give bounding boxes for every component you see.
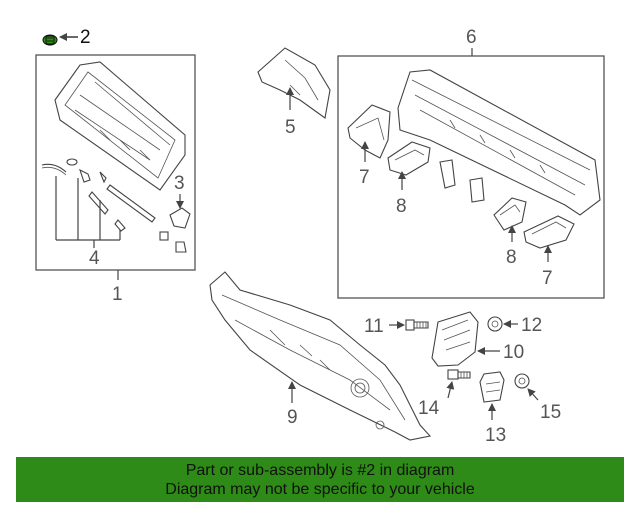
info-banner: Part or sub-assembly is #2 in diagram Di… <box>16 457 624 502</box>
banner-line-2: Diagram may not be specific to your vehi… <box>165 481 475 498</box>
callout-15: 15 <box>540 402 561 423</box>
part-15-nut[interactable] <box>514 373 530 389</box>
part-3-clip[interactable] <box>159 207 191 253</box>
callout-9: 9 <box>287 407 298 428</box>
callout-1: 1 <box>112 284 123 305</box>
part-7-bracket-right[interactable] <box>523 215 575 249</box>
part-4-hoses[interactable] <box>41 158 156 232</box>
assembly-box-6 <box>337 55 605 299</box>
part-5-bracket[interactable] <box>257 47 331 119</box>
callout-11: 11 <box>364 316 384 337</box>
part-8-bracket-upper[interactable] <box>387 141 431 176</box>
part-9-dash-panel[interactable] <box>209 271 432 441</box>
part-7-bracket-left[interactable] <box>347 104 391 159</box>
callout-3: 3 <box>174 173 185 194</box>
parts-diagram: 2 1 4 3 5 6 <box>35 27 605 446</box>
part-11-bolt[interactable] <box>405 319 429 331</box>
dash-cowl-panel[interactable] <box>397 69 601 216</box>
small-bracket <box>439 159 456 189</box>
part-8-bracket-lower[interactable] <box>493 197 527 231</box>
cowl-top-panel[interactable] <box>54 61 186 191</box>
part-10-insulator[interactable] <box>431 311 479 367</box>
part-12-nut[interactable] <box>487 316 503 332</box>
callout-8-upper: 8 <box>396 196 407 217</box>
callout-13: 13 <box>485 425 506 446</box>
callout-7-lower: 7 <box>542 268 553 289</box>
callout-2: 2 <box>80 27 91 48</box>
callout-6: 6 <box>466 27 477 48</box>
callout-14: 14 <box>418 398 440 419</box>
small-plate <box>469 177 485 203</box>
callout-8-lower: 8 <box>506 247 517 268</box>
callout-7-upper: 7 <box>359 167 370 188</box>
callout-10: 10 <box>503 342 524 363</box>
part-14-bolt[interactable] <box>447 369 471 380</box>
callout-5: 5 <box>285 117 296 138</box>
banner-line-1: Part or sub-assembly is #2 in diagram <box>185 462 455 479</box>
callout-4: 4 <box>89 248 100 269</box>
part-2-clip-icon[interactable] <box>42 33 78 46</box>
part-13-pad[interactable] <box>479 371 505 403</box>
callout-12: 12 <box>521 315 542 336</box>
assembly-box-1 <box>35 54 196 271</box>
